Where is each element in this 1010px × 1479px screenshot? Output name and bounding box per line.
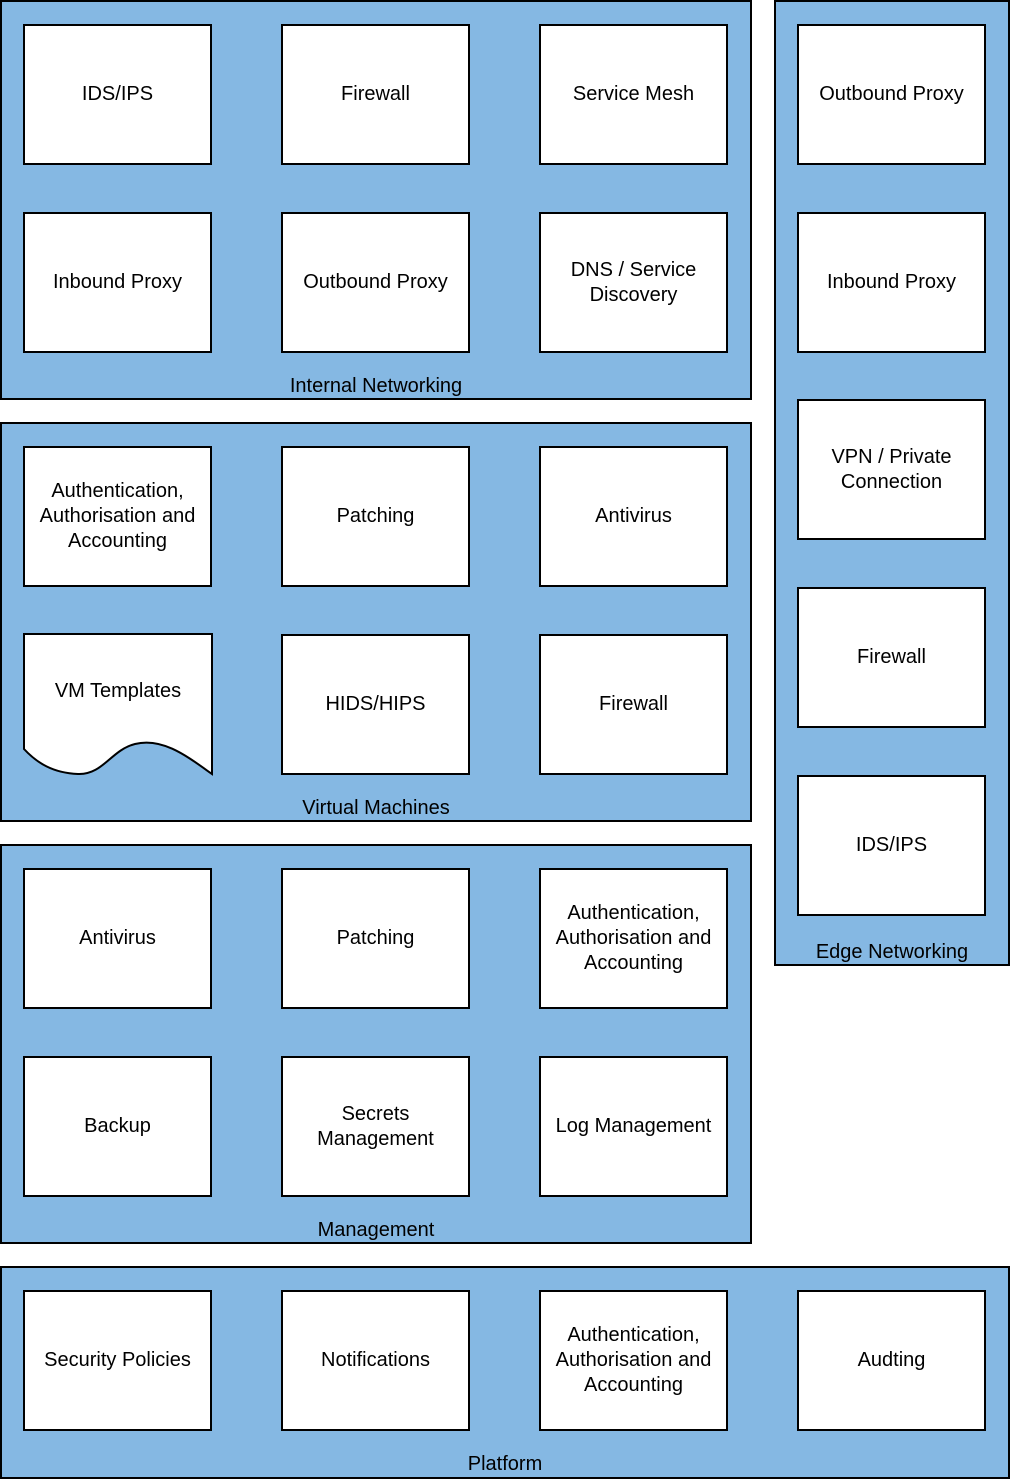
box-firewall: Firewall — [539, 634, 728, 775]
box-antivirus: Antivirus — [539, 446, 728, 587]
box-firewall: Firewall — [797, 587, 986, 728]
group-label-edge-networking: Edge Networking — [815, 941, 969, 963]
group-label-internal-networking: Internal Networking — [289, 375, 463, 397]
box-outbound-proxy: Outbound Proxy — [281, 212, 470, 353]
box-notifications: Notifications — [281, 1290, 470, 1431]
box-aaa: Authentication, Authorisation and Accoun… — [23, 446, 212, 587]
box-log-management: Log Management — [539, 1056, 728, 1197]
box-antivirus: Antivirus — [23, 868, 212, 1009]
document-label: VM Templates — [54, 680, 182, 702]
box-aaa: Authentication, Authorisation and Accoun… — [539, 868, 728, 1009]
box-patching: Patching — [281, 446, 470, 587]
box-service-mesh: Service Mesh — [539, 24, 728, 165]
box-backup: Backup — [23, 1056, 212, 1197]
box-inbound-proxy: Inbound Proxy — [797, 212, 986, 353]
box-auditing: Audting — [797, 1290, 986, 1431]
box-secrets-management: Secrets Management — [281, 1056, 470, 1197]
box-aaa: Authentication, Authorisation and Accoun… — [539, 1290, 728, 1431]
box-inbound-proxy: Inbound Proxy — [23, 212, 212, 353]
group-label-virtual-machines: Virtual Machines — [302, 797, 450, 819]
box-patching: Patching — [281, 868, 470, 1009]
document-shape — [23, 633, 213, 776]
box-vpn-private-connection: VPN / Private Connection — [797, 399, 986, 540]
group-label-management: Management — [317, 1219, 435, 1241]
document-vm-templates: VM Templates — [23, 633, 213, 776]
group-label-platform: Platform — [467, 1453, 543, 1475]
box-hids-hips: HIDS/HIPS — [281, 634, 470, 775]
box-dns-service-discovery: DNS / Service Discovery — [539, 212, 728, 353]
box-ids-ips: IDS/IPS — [797, 775, 986, 916]
box-ids-ips: IDS/IPS — [23, 24, 212, 165]
box-firewall: Firewall — [281, 24, 470, 165]
box-outbound-proxy: Outbound Proxy — [797, 24, 986, 165]
box-security-policies: Security Policies — [23, 1290, 212, 1431]
